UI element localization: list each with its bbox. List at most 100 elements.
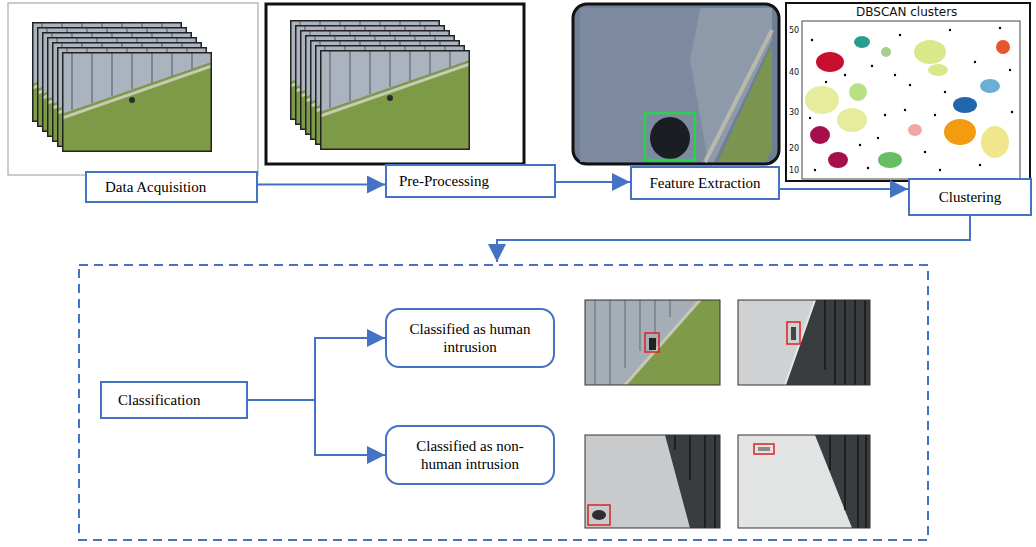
circle-shape — [844, 74, 846, 76]
ellipse-shape — [908, 124, 922, 136]
rect-shape — [738, 435, 870, 528]
use-shape — [62, 52, 212, 152]
thumb-animal-night — [585, 435, 720, 528]
circle-shape — [825, 81, 827, 83]
feature-crop — [573, 4, 779, 164]
ellipse-shape — [837, 108, 867, 132]
axis-tick: 50 — [789, 26, 799, 35]
process-box: Feature Extraction — [630, 166, 780, 200]
circle-shape — [909, 84, 911, 86]
rect-shape — [754, 444, 774, 454]
axis-tick: 40 — [789, 68, 799, 77]
g-shape — [809, 27, 1013, 171]
rect-shape — [787, 322, 800, 344]
thumb-human-night — [738, 300, 870, 385]
circle-shape — [939, 169, 941, 171]
path-shape — [595, 300, 670, 385]
circle-shape — [814, 169, 816, 171]
circle-shape — [979, 164, 981, 166]
circle-shape — [884, 114, 886, 116]
ellipse-shape — [980, 79, 1000, 93]
rect-shape — [588, 505, 610, 525]
circle-shape — [1009, 69, 1011, 71]
ellipse-shape — [805, 86, 839, 114]
circle-shape — [944, 91, 946, 93]
ellipse-shape — [914, 40, 946, 64]
rect-shape — [266, 4, 524, 164]
flow-arrow — [497, 216, 970, 262]
path-shape — [825, 300, 865, 385]
rect-shape — [585, 435, 720, 528]
rect-shape — [585, 435, 720, 528]
ellipse-shape — [849, 83, 867, 101]
ellipse-shape — [981, 126, 1009, 158]
circle-shape — [859, 144, 861, 146]
flow-arrow — [258, 184, 385, 186]
polygon-shape — [785, 300, 870, 385]
rect-shape — [738, 435, 870, 528]
classification-region — [79, 265, 928, 540]
process-box: Classification — [100, 381, 248, 419]
dbscan-scatter — [786, 3, 1030, 181]
circle-shape — [924, 151, 926, 153]
flow-arrow — [248, 400, 385, 455]
node-text: Classified as human intrusion — [399, 320, 541, 356]
rect-shape — [585, 300, 720, 385]
circle-shape — [974, 61, 976, 63]
rect-shape — [573, 4, 779, 164]
axis-tick: 10 — [789, 166, 799, 175]
polygon-shape — [585, 300, 700, 385]
ellipse-shape — [592, 510, 606, 520]
ellipse-shape — [944, 119, 976, 145]
rect-shape — [585, 300, 720, 385]
ellipse-shape — [650, 117, 690, 159]
node-text: Data Acquisition — [105, 178, 206, 196]
result-box: Classified as non-human intrusion — [385, 425, 555, 485]
flow-arrow — [556, 181, 630, 183]
path-shape — [625, 300, 700, 385]
node-text: Clustering — [939, 188, 1002, 206]
polygon-shape — [718, 44, 772, 162]
ellipse-shape — [996, 40, 1010, 54]
polygon-shape — [665, 435, 720, 528]
rect-shape — [738, 300, 870, 385]
circle-shape — [871, 65, 873, 67]
use-shape — [320, 50, 470, 150]
circle-shape — [809, 117, 811, 119]
path-shape — [785, 300, 815, 385]
rect-shape — [738, 300, 870, 385]
ellipse-shape — [881, 47, 891, 57]
circle-shape — [867, 167, 869, 169]
path-shape — [830, 435, 866, 528]
circle-shape — [877, 137, 879, 139]
polygon-shape — [580, 8, 708, 162]
flow-arrow — [248, 338, 385, 400]
rect-shape — [802, 21, 1020, 179]
chart-title: DBSCAN clusters — [856, 5, 957, 19]
process-box: Clustering — [908, 178, 1032, 216]
thumb-object-night — [738, 435, 870, 528]
node-text: Feature Extraction — [649, 174, 760, 192]
process-box: Pre-Processing — [385, 164, 556, 198]
node-text: Classification — [118, 391, 201, 409]
ellipse-shape — [854, 36, 870, 48]
rect-shape — [758, 447, 770, 451]
axis-tick: 30 — [789, 108, 799, 117]
rect-shape — [645, 113, 695, 160]
rect-shape — [645, 333, 659, 352]
circle-shape — [934, 114, 936, 116]
frame-stack-processed — [266, 4, 524, 164]
path-shape — [705, 30, 772, 162]
polygon-shape — [690, 8, 772, 162]
circle-shape — [999, 27, 1001, 29]
path-shape — [675, 435, 715, 528]
ellipse-shape — [953, 97, 977, 113]
node-text: Classified as non-human intrusion — [399, 437, 541, 473]
circle-shape — [1011, 111, 1013, 113]
circle-shape — [894, 74, 896, 76]
thumb-human-day — [585, 300, 720, 385]
ellipse-shape — [810, 126, 830, 144]
circle-shape — [811, 39, 813, 41]
flow-arrow — [780, 188, 908, 190]
